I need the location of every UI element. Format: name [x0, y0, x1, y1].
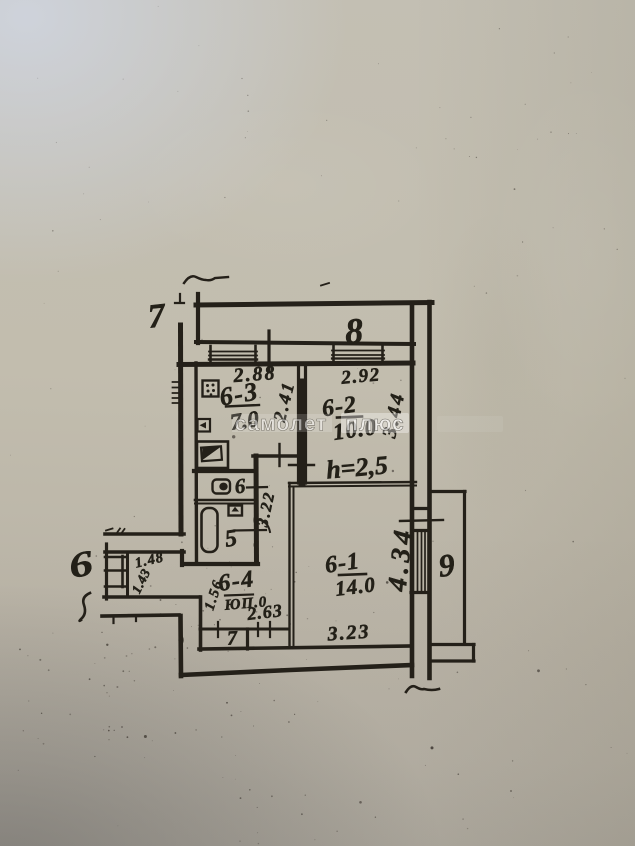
svg-text:6-4: 6-4: [217, 566, 257, 597]
svg-text:4.34: 4.34: [382, 524, 419, 593]
svg-text:самолет: самолет: [235, 413, 328, 436]
svg-text:7: 7: [146, 297, 169, 336]
svg-text:1.43: 1.43: [129, 566, 154, 596]
svg-text:3.23: 3.23: [326, 621, 371, 646]
svg-text:14.0: 14.0: [334, 572, 377, 601]
svg-text:8: 8: [344, 310, 365, 351]
svg-text:2.63: 2.63: [245, 600, 283, 624]
svg-text:6-3: 6-3: [217, 376, 261, 411]
svg-text:h=2,5: h=2,5: [325, 450, 389, 484]
svg-text:9: 9: [437, 546, 457, 583]
svg-text:6: 6: [66, 543, 96, 586]
svg-text:7.0: 7.0: [229, 406, 261, 435]
svg-text:10.0: 10.0: [331, 414, 378, 445]
svg-text:2.88: 2.88: [232, 362, 277, 387]
svg-text:6: 6: [234, 474, 247, 499]
svg-text:1.48: 1.48: [133, 549, 165, 571]
svg-text:2.92: 2.92: [340, 364, 382, 388]
svg-text:ЮП.0: ЮП.0: [223, 594, 268, 614]
svg-text:плюс: плюс: [345, 413, 404, 436]
svg-text:5: 5: [223, 525, 239, 552]
svg-text:7: 7: [226, 627, 238, 650]
svg-text:6-2: 6-2: [320, 392, 358, 423]
svg-text:6-1: 6-1: [323, 548, 361, 579]
